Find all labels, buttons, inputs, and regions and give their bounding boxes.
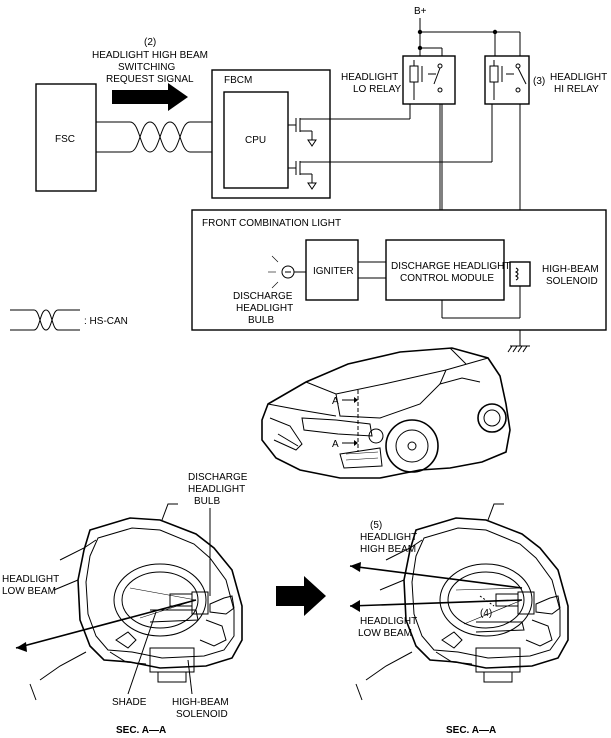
fbcm-driver-upper [288, 118, 330, 147]
left-beam-line2: LOW BEAM [2, 586, 56, 597]
section-mark-bottom: A [332, 439, 339, 450]
ground-symbol [507, 330, 530, 353]
module-line2: CONTROL MODULE [400, 273, 494, 284]
hi-relay-line2: HI RELAY [554, 84, 599, 95]
right-high-line2: HIGH BEAM [360, 544, 416, 555]
right-caption: SEC. A—A [446, 725, 496, 736]
left-bulb-line3: BULB [194, 496, 220, 507]
left-caption: SEC. A—A [116, 725, 166, 736]
hs-can-legend: : HS-CAN [10, 309, 128, 331]
fbcm-unit: FBCM CPU [211, 69, 331, 199]
high-beam-solenoid-symbol [509, 261, 531, 318]
left-shade-label: SHADE [112, 697, 147, 708]
solenoid-line2: SOLENOID [546, 276, 598, 287]
legend-hs-can: : HS-CAN [84, 316, 128, 327]
left-solenoid-line1: HIGH-BEAM [172, 697, 229, 708]
hi-relay: (3) HEADLIGHT HI RELAY [484, 55, 607, 105]
supply-label: B+ [414, 6, 427, 17]
module-line1: DISCHARGE HEADLIGHT [391, 261, 510, 272]
fbcm-driver-lower [288, 161, 330, 190]
lo-relay: HEADLIGHT LO RELAY [341, 55, 456, 105]
lo-relay-line1: HEADLIGHT [341, 72, 398, 83]
signal-number: (2) [144, 37, 156, 48]
solenoid-line1: HIGH-BEAM [542, 264, 599, 275]
hi-relay-line1: HEADLIGHT [550, 72, 607, 83]
left-solenoid-line2: SOLENOID [176, 709, 228, 720]
control-module-box [385, 239, 505, 301]
transition-arrow [276, 576, 326, 616]
lo-relay-line2: LO RELAY [353, 84, 401, 95]
request-signal-arrow: (2) HEADLIGHT HIGH BEAM SWITCHING REQUES… [92, 37, 208, 111]
bulb-line2: HEADLIGHT [236, 303, 293, 314]
front-light-title: FRONT COMBINATION LIGHT [202, 218, 341, 229]
right-number-solenoid: (4) [480, 608, 492, 619]
bulb-line1: DISCHARGE [233, 291, 293, 302]
signal-line3: REQUEST SIGNAL [106, 74, 194, 85]
discharge-bulb-symbol [268, 255, 306, 289]
right-high-line1: HEADLIGHT [360, 532, 417, 543]
vehicle-illustration: A A [261, 347, 511, 479]
igniter-box [305, 239, 359, 301]
signal-line2: SWITCHING [118, 62, 175, 73]
left-section-view: DISCHARGE HEADLIGHT BULB HEADLIGHT LOW B… [2, 472, 248, 736]
left-beam-line1: HEADLIGHT [2, 574, 59, 585]
right-low-line2: LOW BEAM [358, 628, 412, 639]
right-section-view: (5) HEADLIGHT HIGH BEAM HEADLIGHT LOW BE… [349, 503, 569, 736]
right-number-high: (5) [370, 520, 382, 531]
front-combination-light: FRONT COMBINATION LIGHT IGNITER DISCHARG… [191, 209, 607, 331]
fsc-label: FSC [55, 134, 75, 145]
fbcm-title: FBCM [224, 75, 252, 86]
igniter-label: IGNITER [313, 266, 354, 277]
hi-relay-number: (3) [533, 76, 545, 87]
hs-can-line [96, 121, 222, 153]
section-mark-top: A [332, 396, 339, 407]
left-bulb-line2: HEADLIGHT [188, 484, 245, 495]
left-bulb-line1: DISCHARGE [188, 472, 248, 483]
signal-line1: HEADLIGHT HIGH BEAM [92, 50, 208, 61]
fsc-unit: FSC [35, 83, 97, 192]
right-low-line1: HEADLIGHT [360, 616, 417, 627]
bulb-line3: BULB [248, 315, 274, 326]
cpu-label: CPU [245, 135, 266, 146]
